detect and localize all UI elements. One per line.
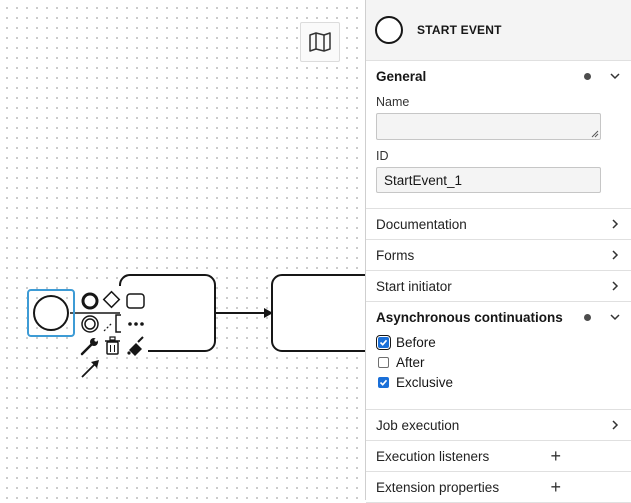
group-job-execution-title: Job execution [376,417,460,433]
wrench-icon[interactable] [80,338,98,356]
group-forms-title: Forms [376,247,415,263]
checkbox-exclusive-box[interactable] [378,376,389,388]
group-documentation-title: Documentation [376,216,467,232]
text-annotation-icon[interactable] [103,314,121,333]
chevron-right-icon [612,219,619,229]
checkbox-after[interactable]: After [376,352,621,372]
group-start-initiator-title: Start initiator [376,278,452,294]
start-event[interactable] [33,295,69,331]
group-start-initiator[interactable]: Start initiator [366,271,631,302]
end-event-icon[interactable] [81,292,99,310]
check-icon [379,379,388,386]
check-icon [379,339,388,346]
resize-grip-icon[interactable] [591,130,599,138]
paint-bucket-icon[interactable] [127,336,144,356]
trash-icon[interactable] [105,336,120,355]
checkbox-before[interactable]: Before [376,332,621,352]
ellipsis-icon[interactable] [128,322,144,326]
minimap-toggle-button[interactable] [300,22,340,62]
properties-panel: START EVENT General Name ID Documentatio… [365,0,631,503]
arrow-icon[interactable] [81,360,99,378]
checkbox-before-box[interactable] [376,334,391,350]
checkbox-before-label: Before [396,334,436,350]
group-general: General Name ID [366,61,631,209]
panel-header: START EVENT [366,0,631,61]
chevron-right-icon [612,420,619,430]
group-documentation[interactable]: Documentation [366,209,631,240]
checkbox-exclusive[interactable]: Exclusive [376,372,621,392]
plus-icon[interactable]: + [550,446,561,466]
checkbox-after-box[interactable] [378,356,389,368]
group-job-execution[interactable]: Job execution [366,410,631,441]
data-marker-dot [584,313,591,321]
checkbox-after-label: After [396,354,425,370]
group-execution-listeners-title: Execution listeners [376,448,490,464]
name-label: Name [376,95,410,109]
chevron-down-icon [610,314,620,321]
bpmn-diagram [27,274,365,378]
group-extension-properties[interactable]: Extension properties + [366,472,631,503]
group-async-continuations: Asynchronous continuations Before After … [366,302,631,410]
arrowhead [264,308,273,318]
circle-icon [375,16,403,44]
group-async-header[interactable]: Asynchronous continuations [376,302,621,332]
chevron-right-icon [612,281,619,291]
map-icon [309,32,331,52]
group-extension-properties-title: Extension properties [376,479,500,495]
plus-icon[interactable]: + [550,477,561,497]
id-label: ID [376,149,389,163]
checkbox-exclusive-label: Exclusive [396,374,454,390]
context-pad [80,290,145,378]
group-async-title: Asynchronous continuations [376,309,563,325]
task-shape[interactable] [271,274,365,352]
group-forms[interactable]: Forms [366,240,631,271]
panel-header-title: START EVENT [417,23,502,37]
task-icon[interactable] [126,293,145,309]
selection-outline [27,289,75,337]
gateway-icon[interactable] [102,290,121,309]
diagram-canvas[interactable] [0,0,365,500]
intermediate-event-icon[interactable] [81,315,99,333]
id-field[interactable] [376,167,601,193]
data-marker-dot [584,72,591,80]
group-general-title: General [376,68,427,84]
chevron-right-icon [612,250,619,260]
group-execution-listeners[interactable]: Execution listeners + [366,441,631,472]
group-general-header[interactable]: General [376,61,621,91]
name-field[interactable] [376,113,601,140]
chevron-down-icon [610,73,620,80]
